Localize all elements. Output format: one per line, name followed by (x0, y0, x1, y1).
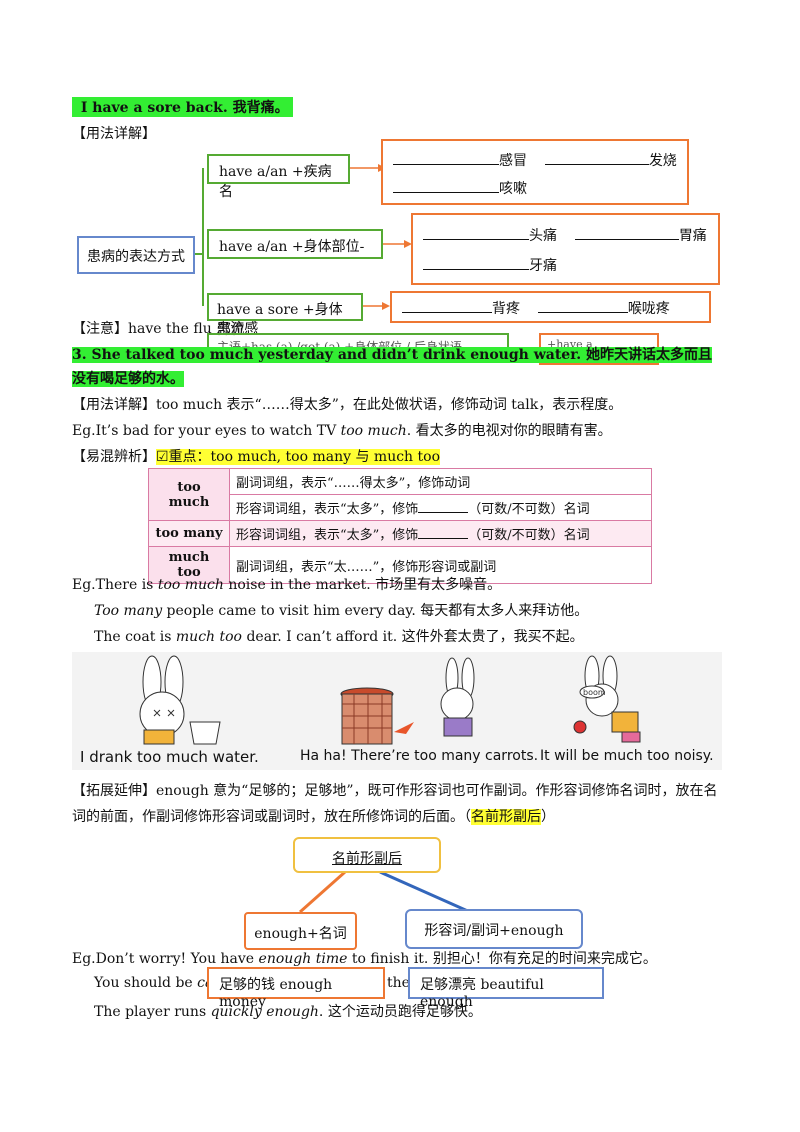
cartoon-illustrations: boom (139, 655, 641, 745)
usage-heading: 【用法详解】 (72, 126, 156, 142)
section3-title: 3. She talked too much yesterday and did… (72, 347, 713, 387)
rabbit-noise-image: boom (573, 655, 641, 743)
rule-box: 名前形副后 (293, 837, 441, 873)
comparison-table: too much 副词词组，表示“……得太多”，修饰动词 形容词词组，表示“太多… (148, 468, 652, 584)
noun-rule-box: enough+名词 (244, 912, 357, 950)
boom-text: boom (583, 688, 606, 697)
example-people: Too many people came to visit him every … (94, 603, 589, 619)
answer-box-sore: 背疼 喉咙疼 (390, 291, 711, 323)
table-row: too many 形容词词组，表示“太多”，修饰（可数/不可数）名词 (148, 520, 652, 547)
example-money: You should be car (94, 975, 220, 991)
example-noise: Eg.There is too much noise in the market… (72, 577, 502, 593)
rabbit-drinking-image (139, 655, 221, 745)
diagram2-connectors (299, 870, 471, 914)
caption-noisy: It will be much too noisy. (540, 748, 714, 764)
caption-water: I drank too much water. (80, 748, 259, 766)
extend-paragraph: 【拓展延伸】enough 意为“足够的；足够地”，既可作形容词也可作副词。作形容… (72, 783, 718, 825)
section-title: I have a sore back. 我背痛。 (72, 97, 293, 117)
answer-box-ache: 头痛 胃痛 牙痛 (411, 213, 720, 285)
section-title-text: I have a sore back. 我背痛。 (80, 100, 289, 116)
usage3: 【用法详解】too much 表示“……得太多”，在此处做状语，修饰动词 tal… (72, 397, 623, 413)
branch-disease: have a/an +疾病名 (207, 154, 350, 200)
diagram-root: 患病的表达方式 (77, 236, 195, 274)
adj-rule-box: 形容词/副词+enough (405, 909, 583, 949)
carrot-basket-image (340, 657, 475, 745)
caption-carrots: Ha ha! There’re too many carrots. (300, 748, 539, 764)
branch-sore: have a sore +身体部位 (207, 293, 363, 338)
example-coat: The coat is much too dear. I can’t affor… (94, 629, 584, 645)
branch-body-part: have a/an +身体部位- (207, 229, 383, 259)
example-the: the (387, 975, 410, 991)
answer-box-disease: 感冒 发烧 咳嗽 (381, 139, 689, 205)
example-tv: Eg.It’s bad for your eyes to watch TV to… (72, 423, 612, 439)
example-time: Eg.Don’t worry! You have enough time to … (72, 951, 657, 967)
table-row: too much 副词词组，表示“……得太多”，修饰动词 (148, 468, 652, 521)
money-box: 足够的钱 enough money (207, 967, 385, 1010)
example-runs: The player runs quickly enough. 这个运动员跑得足… (94, 1004, 482, 1020)
pretty-box: 足够漂亮 beautiful enough (408, 967, 604, 1010)
table-row: much too 副词词组，表示“太……”，修饰形容词或副词 (148, 546, 652, 584)
confuse-heading: 【易混辨析】☑重点：too much, too many 与 much too (72, 449, 440, 465)
diagram-connectors (190, 164, 412, 310)
